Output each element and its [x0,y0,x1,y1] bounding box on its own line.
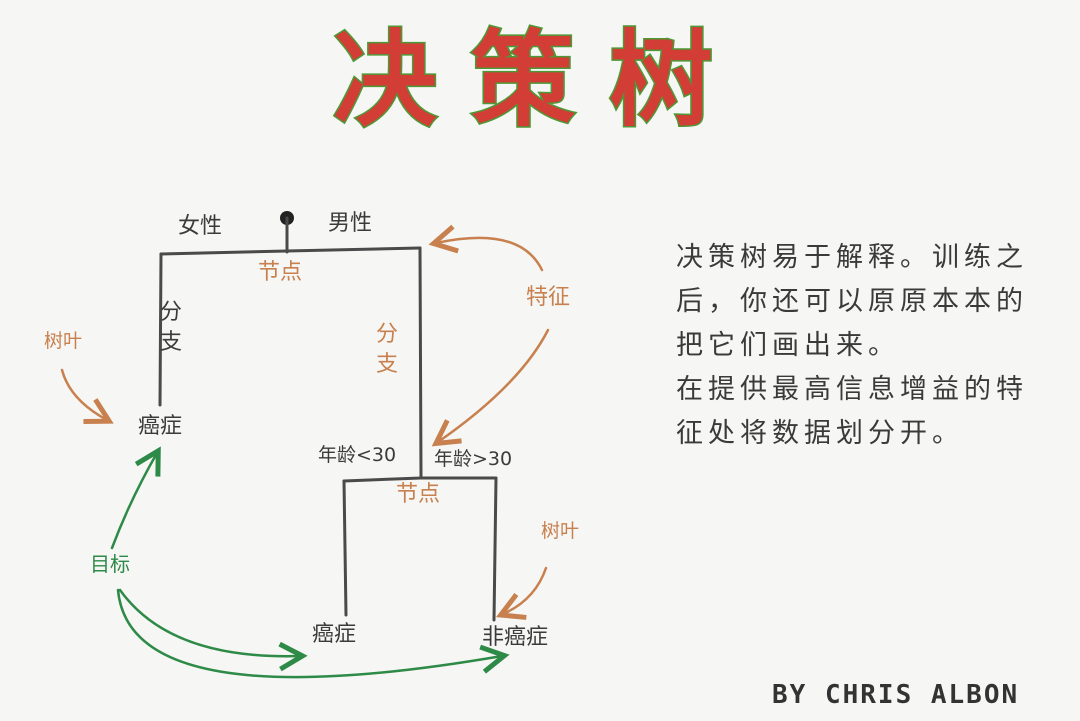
feature-arrow-bottom [438,328,550,442]
target-arrow-up [110,453,157,550]
age-split-bar [342,476,498,483]
tree-edges [158,211,498,622]
description-paragraph-2: 在提供最高信息增益的特征处将数据划分开。 [676,374,1028,449]
branch-label-age-over-30: 年龄>30 [434,448,513,470]
leaf-non-cancer: 非癌症 [482,625,549,650]
author-credit: BY CHRIS ALBON [772,680,1020,710]
right-branch-line [418,246,423,478]
branch-label-male: 男性 [328,211,373,236]
target-arrow-long [116,588,502,679]
left-edge-label: 分支 [160,300,183,355]
branch-label-female: 女性 [178,214,223,239]
annotation-feature: 特征 [526,285,571,310]
age-node-label: 节点 [396,482,441,507]
root-node-label: 节点 [258,260,303,285]
left-branch-line [158,252,163,407]
leaf-cancer-bottom: 癌症 [312,622,357,647]
leaf-cancer-left: 癌症 [138,414,183,439]
age-left-line [342,479,348,617]
page-title: 决策树 [331,19,747,141]
right-edge-label: 分支 [376,322,399,377]
target-arrow-mid [118,588,300,656]
feature-arrow-top [436,238,544,272]
description-text: 决策树易于解释。训练之后，你还可以原原本本的把它们画出来。 在提供最高信息增益的… [676,236,1036,456]
root-split-bar [159,246,422,256]
description-paragraph-1: 决策树易于解释。训练之后，你还可以原原本本的把它们画出来。 [676,242,1028,361]
annotation-target: 目标 [90,552,130,576]
leaf-right-arrow [503,566,548,614]
age-right-line [492,476,498,622]
branch-label-age-under-30: 年龄<30 [318,444,397,466]
leaf-left-arrow [60,368,107,420]
annotation-leaf-right: 树叶 [541,520,580,542]
annotation-leaf-left: 树叶 [44,330,83,352]
